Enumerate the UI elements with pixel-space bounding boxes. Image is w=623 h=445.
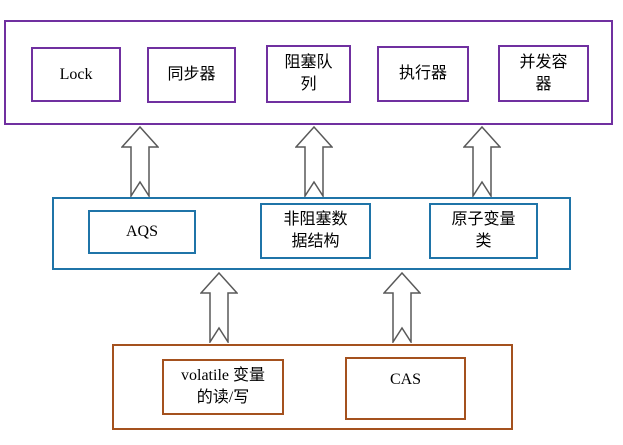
- box-executor: 执行器: [377, 46, 469, 102]
- box-blocking-queue: 阻塞队 列: [266, 45, 351, 103]
- box-nonblocking-data-structure: 非阻塞数 据结构: [260, 203, 371, 259]
- box-atomic-variable-class: 原子变量 类: [429, 203, 538, 259]
- up-arrow-icon: [383, 272, 421, 343]
- up-arrow-icon: [121, 126, 159, 197]
- box-cas: CAS: [345, 357, 466, 420]
- up-arrow-icon: [295, 126, 333, 197]
- box-volatile-read-write: volatile 变量 的读/写: [162, 359, 284, 415]
- box-concurrent-container: 并发容 器: [498, 45, 589, 102]
- up-arrow-icon: [463, 126, 501, 197]
- box-aqs: AQS: [88, 210, 196, 254]
- box-lock: Lock: [31, 47, 121, 102]
- up-arrow-icon: [200, 272, 238, 343]
- box-synchronizer: 同步器: [147, 47, 236, 103]
